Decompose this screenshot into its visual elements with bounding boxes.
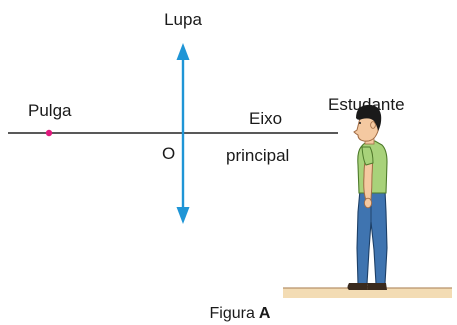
student-shoe-right: [367, 283, 387, 290]
lens-arrowhead-top: [176, 43, 190, 60]
student-figure: [347, 104, 388, 290]
caption-text: Figura: [210, 305, 255, 322]
caption-letter: A: [259, 305, 271, 322]
axis-label-line2: principal: [226, 146, 289, 165]
lens-arrowhead-bottom: [176, 207, 190, 224]
optical-center-label: O: [162, 144, 175, 163]
lens-label: Lupa: [164, 10, 202, 29]
axis-label-line1: Eixo: [249, 109, 282, 128]
student-pants: [356, 189, 388, 285]
student-shoe-left: [347, 283, 368, 290]
flea-label: Pulga: [28, 101, 72, 120]
student-label: Estudante: [328, 95, 405, 114]
student-hand: [363, 197, 373, 209]
student-hair: [356, 104, 382, 131]
flea-dot: [45, 129, 53, 137]
